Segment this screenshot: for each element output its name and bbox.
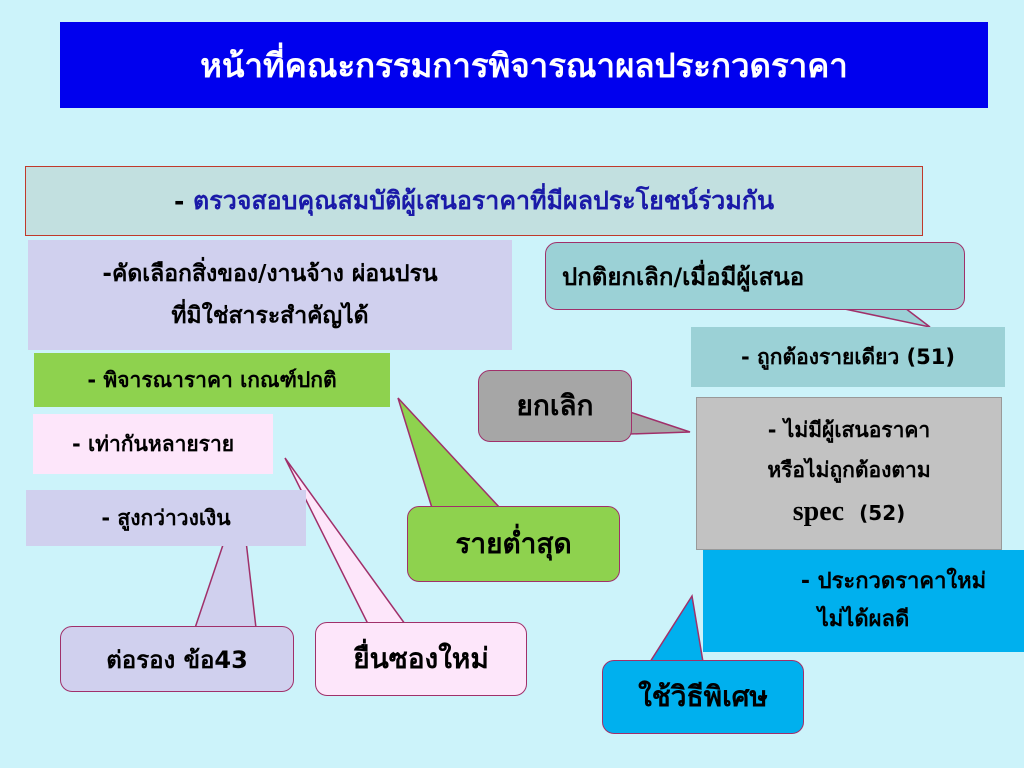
- cancel-callout: ยกเลิก: [478, 370, 632, 442]
- select-items-line1: -คัดเลือกสิ่งของ/งานจ้าง ผ่อนปรน: [102, 261, 438, 287]
- rebid-line2: ไม่ได้ผลดี: [817, 607, 910, 632]
- title-banner: หน้าที่คณะกรรมการพิจารณาผลประกวดราคา: [60, 22, 988, 108]
- check-dash: -: [173, 186, 194, 216]
- single-correct-box: - ถูกต้องรายเดียว (51): [691, 327, 1005, 387]
- no-bidder-line2: หรือไม่ถูกต้องตาม: [767, 458, 931, 482]
- over-budget-box: - สูงกว่าวงเงิน: [26, 490, 306, 546]
- lowest-bidder-callout: รายต่ำสุด: [407, 506, 620, 582]
- special-method-text: ใช้วิธีพิเศษ: [638, 680, 768, 713]
- single-correct-text: - ถูกต้องรายเดียว (51): [741, 344, 955, 369]
- pointer-normal-cancel: [839, 307, 931, 328]
- lowest-bidder-text: รายต่ำสุด: [455, 527, 572, 560]
- ref-52: (52): [859, 501, 906, 525]
- normal-cancel-callout: ปกติยกเลิก/เมื่อมีผู้เสนอ: [545, 242, 965, 310]
- consider-price-text: - พิจารณาราคา เกณฑ์ปกติ: [87, 367, 337, 392]
- rebid-line1: - ประกวดราคาใหม่: [800, 569, 987, 594]
- check-qualification-box: - ตรวจสอบคุณสมบัติผู้เสนอราคาที่มีผลประโ…: [25, 166, 923, 236]
- pointer-cancel: [629, 410, 691, 435]
- cancel-text: ยกเลิก: [516, 389, 594, 422]
- resubmit-text: ยื่นซองใหม่: [353, 642, 489, 675]
- over-budget-text: - สูงกว่าวงเงิน: [101, 505, 231, 530]
- negotiate-text: ต่อรอง ข้อ43: [106, 645, 248, 674]
- consider-price-box: - พิจารณาราคา เกณฑ์ปกติ: [34, 353, 390, 407]
- special-method-callout: ใช้วิธีพิเศษ: [602, 660, 804, 734]
- no-bidder-box: - ไม่มีผู้เสนอราคา หรือไม่ถูกต้องตาม spe…: [696, 397, 1002, 550]
- check-qualification-text: ตรวจสอบคุณสมบัติผู้เสนอราคาที่มีผลประโยช…: [193, 186, 775, 215]
- negotiate-callout: ต่อรอง ข้อ43: [60, 626, 294, 692]
- no-bidder-line1: - ไม่มีผู้เสนอราคา: [767, 418, 931, 442]
- pointer-special: [648, 593, 704, 663]
- equal-many-box: - เท่ากันหลายราย: [33, 414, 273, 474]
- select-items-line2: ที่มิใช่สาระสำคัญได้: [171, 303, 369, 329]
- normal-cancel-text: ปกติยกเลิก/เมื่อมีผู้เสนอ: [562, 262, 805, 291]
- equal-many-text: - เท่ากันหลายราย: [71, 431, 235, 456]
- page-title: หน้าที่คณะกรรมการพิจารณาผลประกวดราคา: [200, 45, 848, 85]
- no-bidder-line3: spec (52): [793, 490, 906, 537]
- resubmit-callout: ยื่นซองใหม่: [315, 622, 527, 696]
- spec-label: spec: [792, 496, 845, 527]
- rebid-box: - ประกวดราคาใหม่ ไม่ได้ผลดี: [703, 550, 1024, 652]
- select-items-box: -คัดเลือกสิ่งของ/งานจ้าง ผ่อนปรน ที่มิใช…: [28, 240, 512, 350]
